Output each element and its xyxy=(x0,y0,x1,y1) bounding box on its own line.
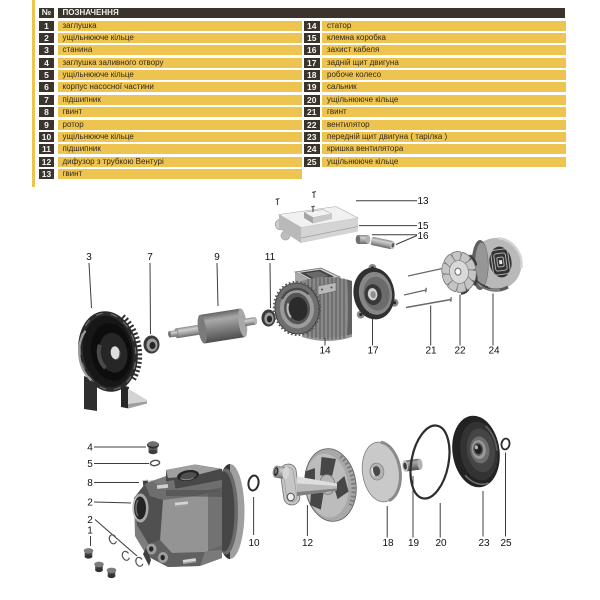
svg-text:1: 1 xyxy=(87,526,93,537)
svg-text:19: 19 xyxy=(408,538,420,549)
svg-text:14: 14 xyxy=(319,346,331,357)
svg-text:13: 13 xyxy=(417,196,429,207)
svg-text:23: 23 xyxy=(478,538,490,549)
svg-text:17: 17 xyxy=(367,346,379,357)
svg-text:21: 21 xyxy=(425,346,437,357)
svg-text:22: 22 xyxy=(454,346,466,357)
svg-text:2: 2 xyxy=(87,498,93,509)
svg-text:4: 4 xyxy=(87,443,93,454)
svg-text:2: 2 xyxy=(87,515,93,526)
svg-text:18: 18 xyxy=(382,538,394,549)
svg-text:24: 24 xyxy=(488,346,500,357)
svg-text:8: 8 xyxy=(87,478,93,489)
svg-text:15: 15 xyxy=(417,221,429,232)
svg-text:12: 12 xyxy=(302,538,314,549)
svg-text:7: 7 xyxy=(147,252,153,263)
svg-text:3: 3 xyxy=(86,252,92,263)
svg-text:11: 11 xyxy=(265,252,276,263)
svg-text:5: 5 xyxy=(87,459,93,470)
svg-text:20: 20 xyxy=(435,538,447,549)
svg-text:9: 9 xyxy=(214,252,220,263)
svg-text:16: 16 xyxy=(417,231,429,242)
svg-text:25: 25 xyxy=(500,538,512,549)
svg-text:10: 10 xyxy=(248,538,260,549)
